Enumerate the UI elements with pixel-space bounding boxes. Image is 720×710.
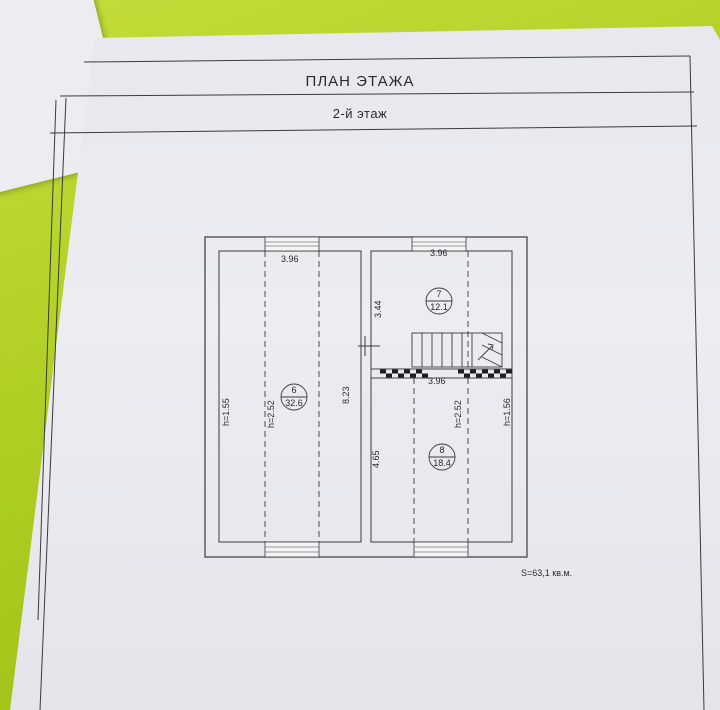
partition-hatch (380, 369, 512, 378)
page-title: ПЛАН ЭТАЖА (305, 73, 415, 90)
outer-wall (204, 236, 528, 558)
window-bottom-left (264, 541, 320, 558)
dim-room7-depth: 3.44 (373, 300, 383, 318)
window-top-right (411, 236, 467, 252)
room-7-area: 12.1 (430, 302, 448, 312)
frame-title-divider (59, 91, 695, 97)
dim-right-top-width: 3.96 (430, 248, 448, 258)
frame-top-line (83, 55, 691, 63)
dim-room8-depth: 4.65 (371, 450, 381, 468)
dim-right-mid-width: 3.96 (428, 376, 446, 386)
frame-right-line (689, 55, 705, 710)
room-6-number: 6 (291, 385, 297, 395)
dim-left-h-center: h=2.52 (266, 400, 276, 428)
floor-label: 2-й этаж (332, 106, 388, 121)
frame-left-outer (37, 99, 57, 621)
window-top-left (264, 236, 320, 252)
room-8-area: 18.4 (433, 458, 451, 468)
room-6-outline (218, 250, 362, 543)
frame-left-inner (39, 97, 67, 710)
window-bottom-right (413, 541, 469, 558)
room-6-area: 32.6 (285, 398, 303, 408)
dim-total-depth: 8.23 (341, 386, 351, 404)
dim-left-width: 3.96 (281, 254, 299, 264)
room-7-number: 7 (436, 289, 442, 299)
dim-right-h-center: h=2.52 (453, 400, 463, 428)
room-8-number: 8 (439, 445, 445, 455)
staircase (411, 332, 503, 368)
dim-left-h-wall: h=1.55 (221, 398, 231, 426)
dim-right-h-wall: h=1.56 (502, 398, 512, 426)
total-area: S=63,1 кв.м. (521, 568, 573, 578)
frame-header-bottom (49, 125, 698, 134)
